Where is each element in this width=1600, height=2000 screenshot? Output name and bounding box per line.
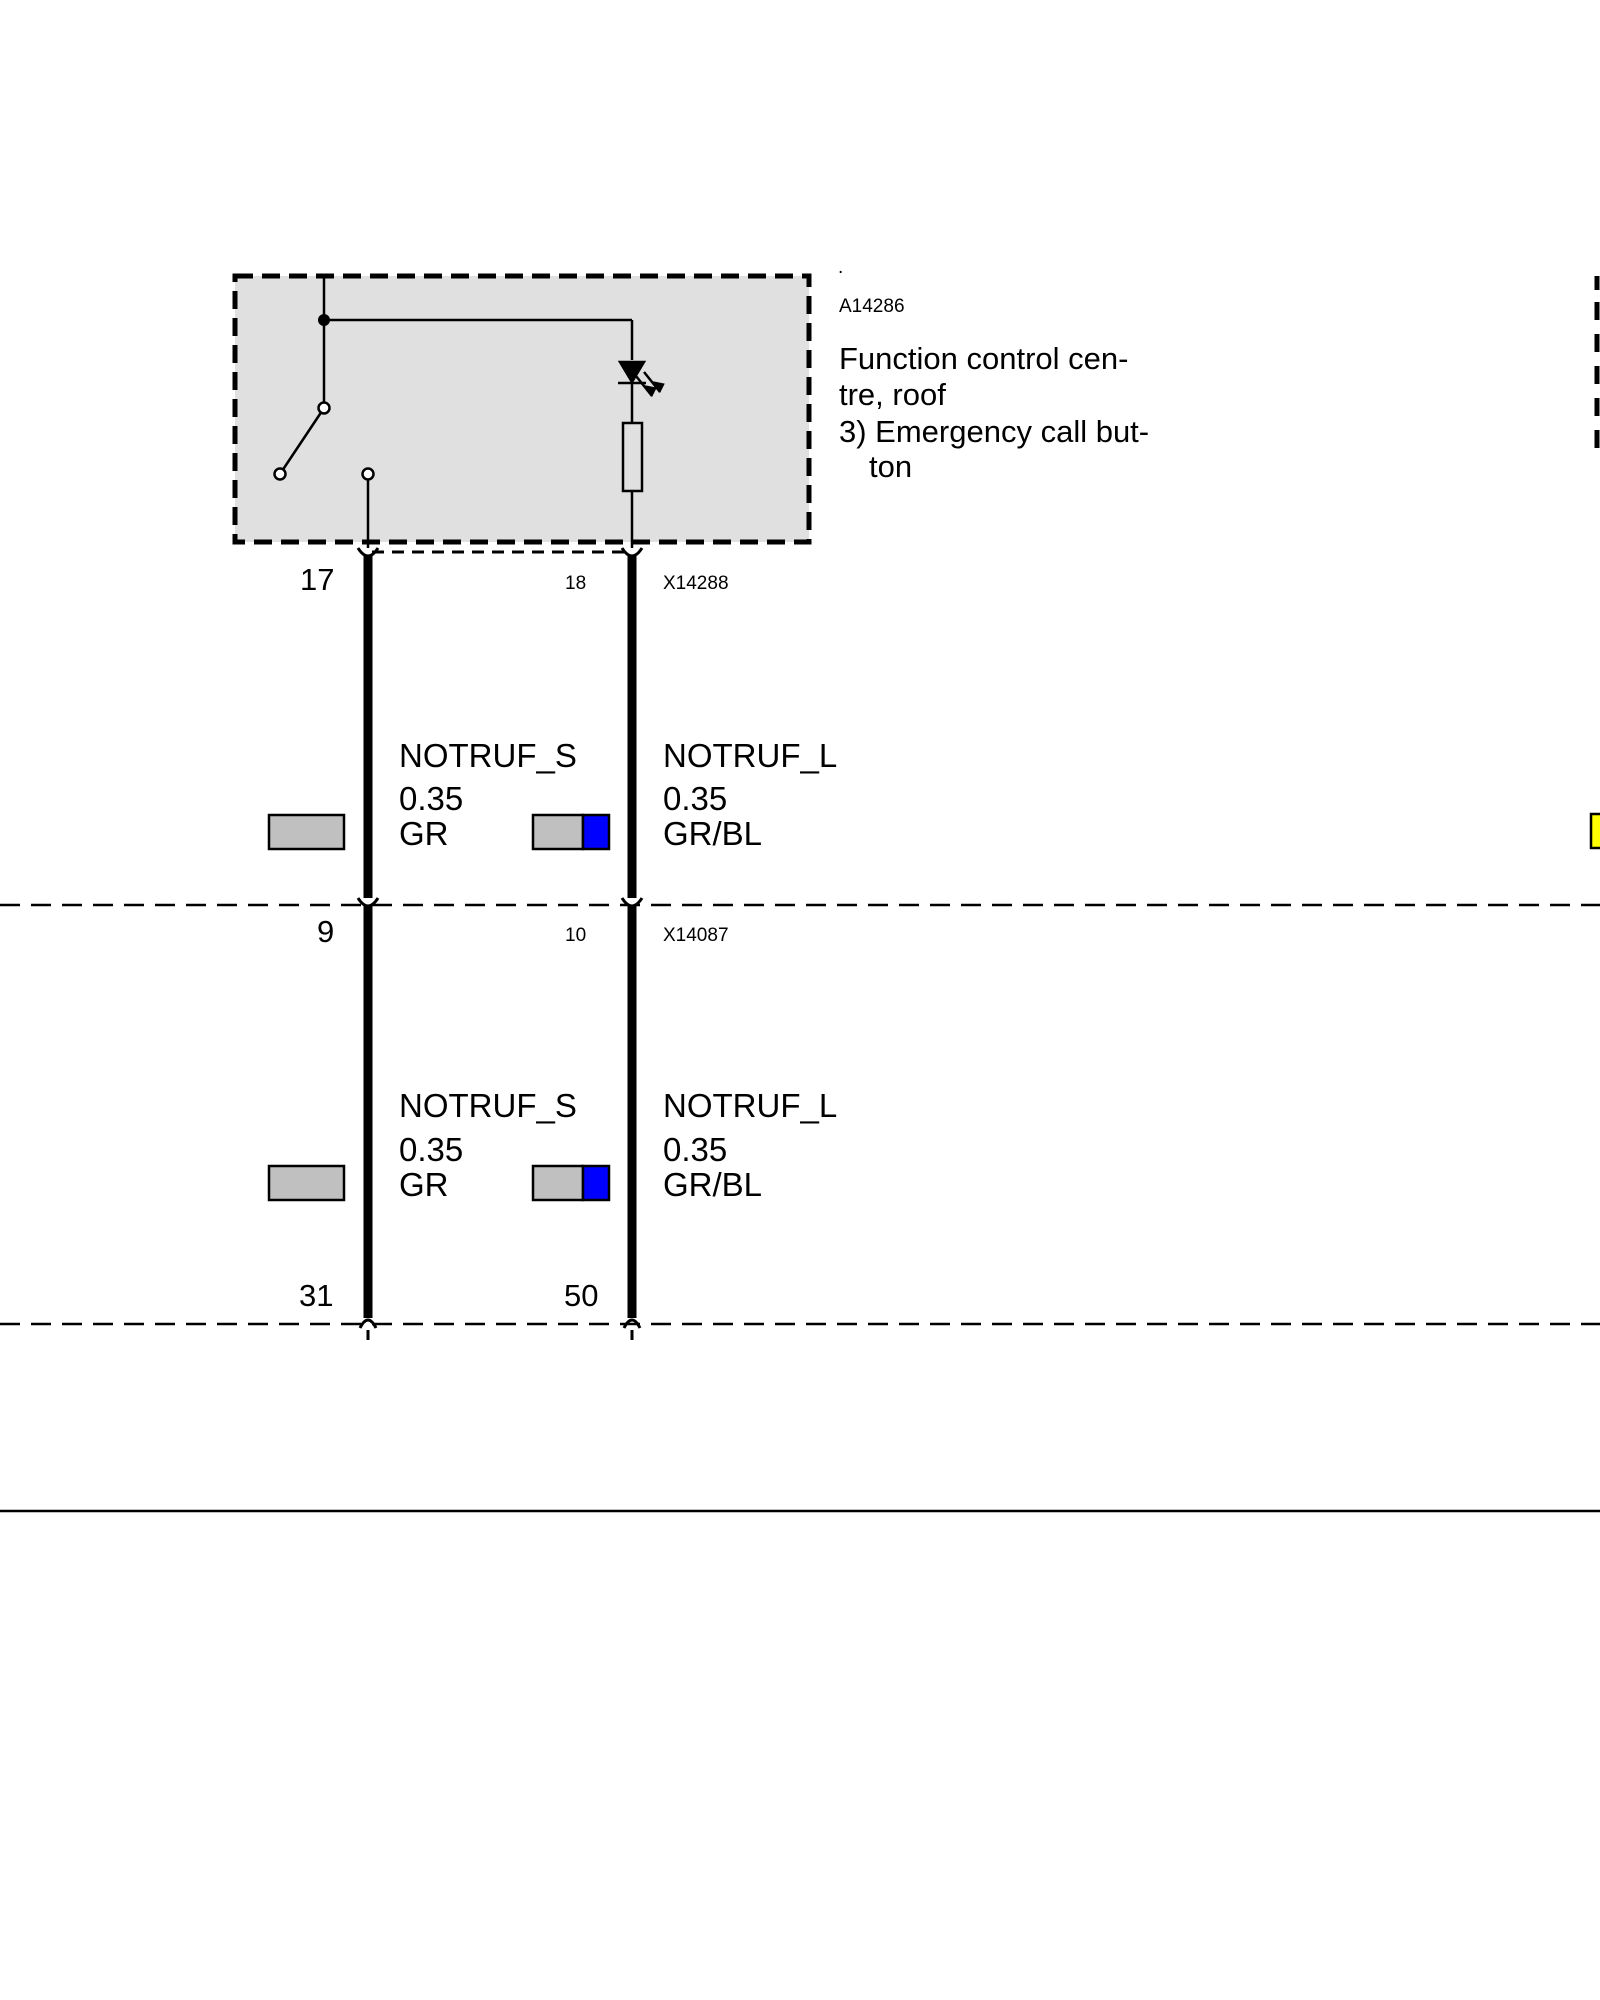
wire-gauge-left-upper: 0.35 xyxy=(399,780,464,817)
pin-label-50: 50 xyxy=(564,1278,599,1313)
component-name-line1: Function control cen- xyxy=(839,341,1129,376)
led-symbol xyxy=(617,320,665,422)
component-sub-line2: ton xyxy=(869,449,913,484)
pin-label-31: 31 xyxy=(299,1278,334,1313)
wire-color-swatch-gr-lower xyxy=(267,1164,346,1202)
switch-symbol xyxy=(273,276,632,548)
wire-color-swatch-grbl-upper-grey xyxy=(531,813,585,851)
pin-label-17: 17 xyxy=(300,562,335,597)
wire-color-swatch-grbl-lower-grey xyxy=(531,1164,585,1202)
wire-color-code-right-lower: GR/BL xyxy=(663,1166,763,1203)
wire-color-code-left-upper: GR xyxy=(399,815,449,852)
wire-signal-notruf-l-upper: NOTRUF_L xyxy=(663,737,838,774)
wire-gauge-right-lower: 0.35 xyxy=(663,1131,728,1168)
wire-color-swatch-gr-upper xyxy=(267,813,346,851)
connector-id-x14087: X14087 xyxy=(663,925,729,946)
wire-gauge-right-upper: 0.35 xyxy=(663,780,728,817)
connector-id-x14288: X14288 xyxy=(663,573,729,594)
pin-label-9: 9 xyxy=(317,914,335,949)
pin-label-18: 18 xyxy=(565,573,587,594)
connector-bottom-symbol xyxy=(358,1318,642,1340)
pin-label-10: 10 xyxy=(565,925,587,946)
wire-signal-notruf-s-lower: NOTRUF_S xyxy=(399,1087,577,1124)
component-dot: . xyxy=(838,257,844,278)
resistor-symbol xyxy=(621,421,644,493)
connector-x14288-symbol xyxy=(356,547,644,558)
connector-x14087-symbol xyxy=(356,897,644,908)
wire-signal-notruf-l-lower: NOTRUF_L xyxy=(663,1087,838,1124)
component-name-line2: tre, roof xyxy=(839,377,946,412)
component-sub-line1: 3) Emergency call but- xyxy=(839,414,1150,449)
wire-color-code-left-lower: GR xyxy=(399,1166,449,1203)
junction-dot xyxy=(318,314,330,326)
wire-gauge-left-lower: 0.35 xyxy=(399,1131,464,1168)
wire-color-code-right-upper: GR/BL xyxy=(663,815,763,852)
wire-color-swatch-yellow-edge xyxy=(1589,812,1600,850)
wire-signal-notruf-s-upper: NOTRUF_S xyxy=(399,737,577,774)
wire-color-swatch-grbl-lower-blue xyxy=(581,1164,611,1202)
wire-color-swatch-grbl-upper-blue xyxy=(581,813,611,851)
component-id: A14286 xyxy=(839,296,905,317)
